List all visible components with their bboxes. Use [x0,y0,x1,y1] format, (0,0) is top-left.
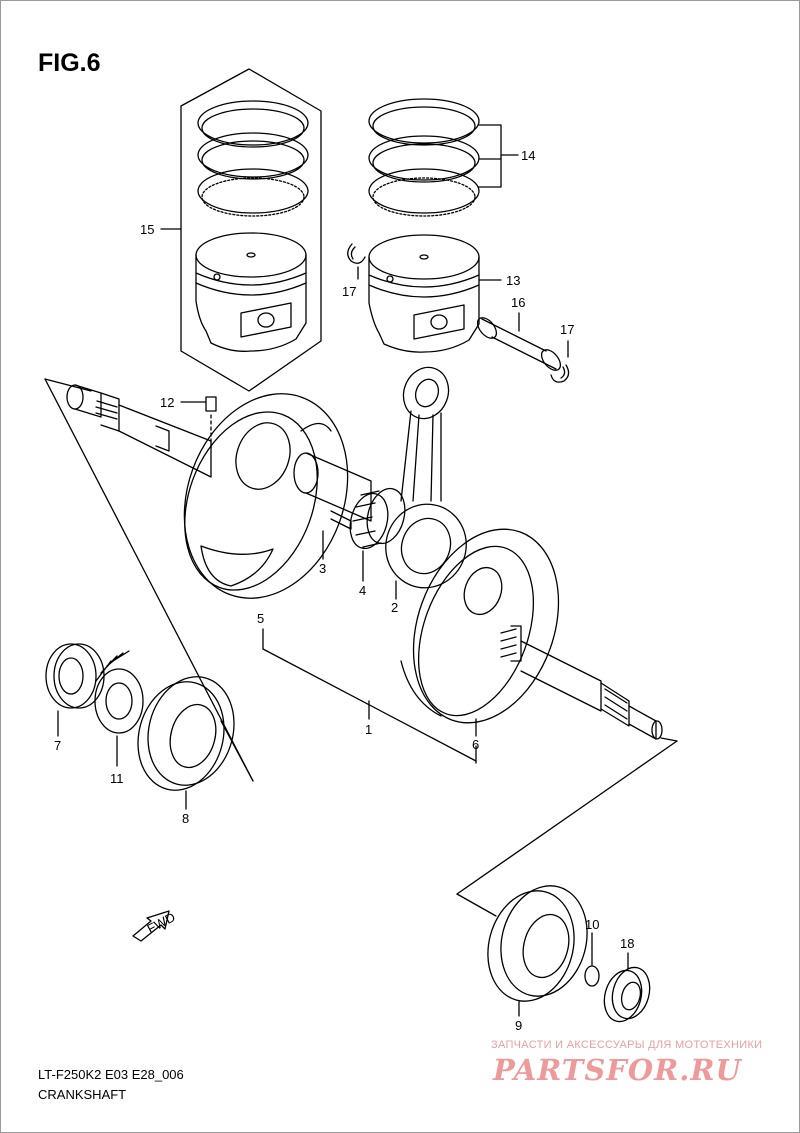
piston-pin-circlips [347,243,570,383]
callout-12: 12 [160,395,174,410]
section-name: CRANKSHAFT [38,1087,127,1102]
right-crank-shaft [500,625,663,740]
callout-9: 9 [515,1018,522,1033]
timing-gear [94,650,144,767]
callout-1: 1 [365,722,372,737]
callout-11: 11 [110,771,124,786]
callouts: 1 2 3 4 5 6 7 8 9 10 11 12 13 14 15 16 1… [54,148,634,1033]
oil-seal [603,952,651,1023]
left-piston [195,232,307,352]
fwd-arrow-icon [132,910,170,942]
watermark-tagline: ЗАПЧАСТИ И АКСЕССУАРЫ ДЛЯ МОТОТЕХНИКИ [491,1039,763,1051]
callout-6: 6 [472,737,479,752]
needle-bearing [349,487,406,582]
o-ring [584,932,600,987]
connecting-rod [385,366,467,600]
crank-assembly-leader [262,628,477,764]
callout-7: 7 [54,738,61,753]
callout-18: 18 [620,936,634,951]
small-ball-bearing [45,643,105,737]
callout-4: 4 [359,583,366,598]
callout-13: 13 [506,273,520,288]
piston-pin [476,312,562,371]
left-crank-shaft [66,384,212,478]
left-bearing-leader [44,378,254,782]
callout-5: 5 [257,611,264,626]
callout-16: 16 [511,295,525,310]
callout-14: 14 [521,148,535,163]
callout-2: 2 [391,600,398,615]
right-piston [368,234,502,353]
callout-17-left: 17 [342,284,356,299]
large-ball-bearing-left [137,676,235,810]
fwd-label: FWD [145,909,178,936]
figure-title: FIG.6 [38,49,101,77]
large-ball-bearing-right [487,885,588,1017]
left-piston-rings [197,100,309,217]
watermark-logo: PARTSFOR.RU [493,1053,742,1087]
piston-kit-outline [160,68,322,392]
callout-8: 8 [182,811,189,826]
right-piston-rings [368,98,519,217]
callout-10: 10 [585,917,599,932]
right-crank-web [400,528,560,737]
callout-3: 3 [319,561,326,576]
callout-15: 15 [140,222,154,237]
left-crank-web [183,393,349,599]
crank-pin [293,452,372,560]
model-code: LT-F250K2 E03 E28_006 [38,1067,184,1082]
callout-17-right: 17 [560,322,574,337]
right-bearing-leader [456,737,678,917]
